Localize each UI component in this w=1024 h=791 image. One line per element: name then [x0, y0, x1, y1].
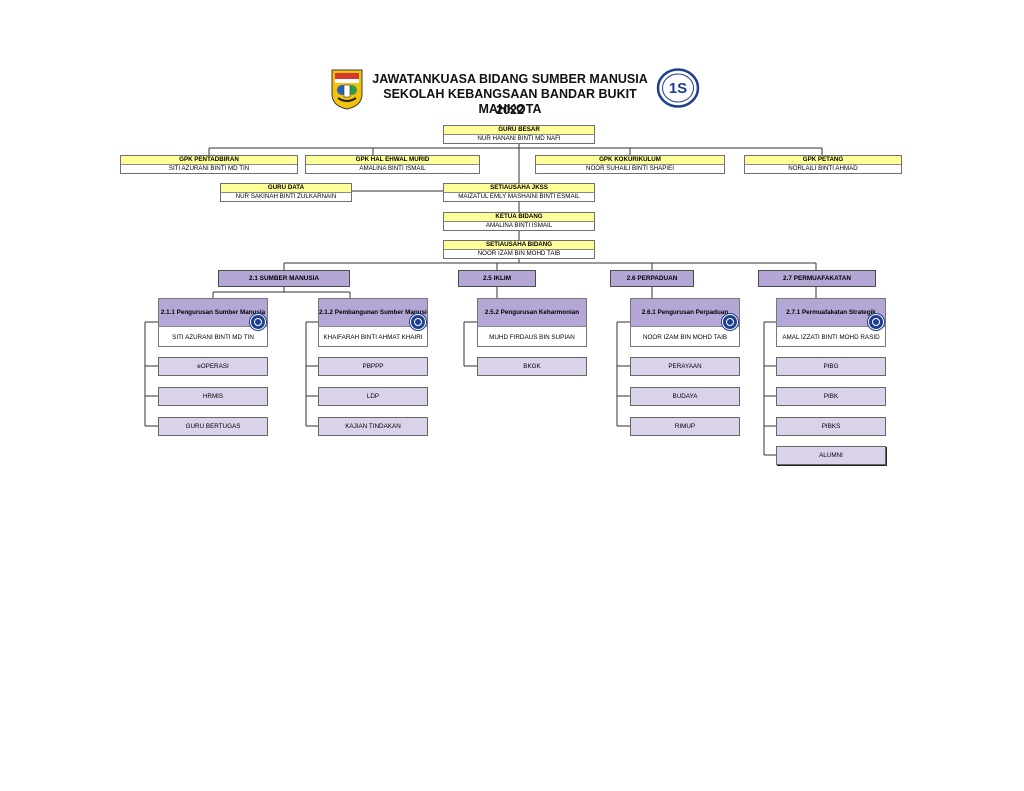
unit-title: 2.5.2 Pengurusan Keharmonian [478, 299, 586, 327]
unit-card-2-6-1: 2.6.1 Pengurusan Perpaduan NOOR IZAM BIN… [630, 298, 740, 347]
gpk-kokurikulum-box: GPK KOKURIKULUM NOOR SUHAILI BINTI SHAPI… [535, 155, 725, 174]
leaf-item: BUDAYA [630, 387, 740, 406]
gpk-name: AMALINA BINTI ISMAIL [359, 165, 426, 172]
guru-besar-box: GURU BESAR NUR HANANI BINTI MD NAFI [443, 125, 595, 144]
gpk-petang-box: GPK PETANG NORLAILI BINTI AHMAD [744, 155, 902, 174]
1s-circle-logo-icon: 1S [656, 68, 700, 108]
unit-title: 2.6.1 Pengurusan Perpaduan [631, 299, 739, 327]
gpk-title: GPK PETANG [745, 156, 901, 165]
guru-besar-title: GURU BESAR [444, 126, 594, 135]
unit-name: MUHD FIRDAUS BIN SUPIAN [489, 334, 575, 341]
section-sumber-manusia: 2.1 SUMBER MANUSIA [218, 270, 350, 287]
leaf-item: KAJIAN TINDAKAN [318, 417, 428, 436]
guru-data-box: GURU DATA NUR SAKINAH BINTI ZULKARNAIN [220, 183, 352, 202]
gpk-title: GPK PENTADBIRAN [121, 156, 297, 165]
leaf-item: PERAYAAN [630, 357, 740, 376]
gpk-name: NOOR SUHAILI BINTI SHAPIEI [585, 165, 675, 172]
1s-badge-icon [868, 314, 884, 330]
gpk-name: SITI AZURANI BINTI MD TIN [168, 165, 250, 172]
setiausaha-jkss-title: SETIAUSAHA JKSS [444, 184, 594, 193]
school-crest-icon [331, 69, 363, 110]
unit-title: 2.1.1 Pengurusan Sumber Manusia [159, 299, 267, 327]
unit-title: 2.1.2 Pembangunan Sumber Manusia [319, 299, 427, 327]
gpk-name: NORLAILI BINTI AHMAD [788, 165, 858, 172]
ketua-bidang-name: AMALINA BINTI ISMAIL [485, 222, 553, 229]
leaf-item: eOPERASI [158, 357, 268, 376]
unit-name: NOOR IZAM BIN MOHD TAIB [642, 334, 728, 341]
setiausaha-bidang-box: SETIAUSAHA BIDANG NOOR IZAM BIN MOHD TAI… [443, 240, 595, 259]
leaf-item: PIBKS [776, 417, 886, 436]
unit-name: KHAIFARAH BINTI AHMAT KHAIRI [323, 334, 423, 341]
unit-card-2-5-2: 2.5.2 Pengurusan Keharmonian MUHD FIRDAU… [477, 298, 587, 347]
setiausaha-jkss-name: MAIZATUL EMLY MASHAINI BINTI ESMAIL [458, 193, 580, 200]
gpk-title: GPK KOKURIKULUM [536, 156, 724, 165]
guru-data-title: GURU DATA [221, 184, 351, 193]
section-permuafakatan: 2.7 PERMUAFAKATAN [758, 270, 876, 287]
title-year: 2022 [496, 103, 524, 117]
leaf-item: RIMUP [630, 417, 740, 436]
unit-card-2-7-1: 2.7.1 Permuafakatan Strategik AMAL IZZAT… [776, 298, 886, 347]
leaf-item: PIBK [776, 387, 886, 406]
1s-badge-icon [722, 314, 738, 330]
unit-title: 2.7.1 Permuafakatan Strategik [777, 299, 885, 327]
svg-text:1S: 1S [669, 80, 687, 97]
leaf-item: ALUMNI [776, 446, 886, 465]
leaf-item: LDP [318, 387, 428, 406]
title-line2: SEKOLAH KEBANGSAAN BANDAR BUKIT MAHKOTA [383, 87, 637, 116]
setiausaha-bidang-name: NOOR IZAM BIN MOHD TAIB [477, 250, 561, 257]
leaf-item: HRMIS [158, 387, 268, 406]
ketua-bidang-title: KETUA BIDANG [444, 213, 594, 222]
unit-card-2-1-1: 2.1.1 Pengurusan Sumber Manusia SITI AZU… [158, 298, 268, 347]
guru-besar-name: NUR HANANI BINTI MD NAFI [477, 135, 561, 142]
setiausaha-bidang-title: SETIAUSAHA BIDANG [444, 241, 594, 250]
unit-name: AMAL IZZATI BINTI MOHD RASID [782, 334, 880, 341]
section-iklim: 2.5 IKLIM [458, 270, 536, 287]
gpk-hem-box: GPK HAL EHWAL MURID AMALINA BINTI ISMAIL [305, 155, 480, 174]
gpk-title: GPK HAL EHWAL MURID [306, 156, 479, 165]
ketua-bidang-box: KETUA BIDANG AMALINA BINTI ISMAIL [443, 212, 595, 231]
leaf-item: PBPPP [318, 357, 428, 376]
unit-name: SITI AZURANI BINTI MD TIN [172, 334, 254, 341]
setiausaha-jkss-box: SETIAUSAHA JKSS MAIZATUL EMLY MASHAINI B… [443, 183, 595, 202]
leaf-item: PIBG [776, 357, 886, 376]
unit-card-2-1-2: 2.1.2 Pembangunan Sumber Manusia KHAIFAR… [318, 298, 428, 347]
leaf-item: GURU BERTUGAS [158, 417, 268, 436]
1s-badge-icon [250, 314, 266, 330]
1s-badge-icon [410, 314, 426, 330]
gpk-pentadbiran-box: GPK PENTADBIRAN SITI AZURANI BINTI MD TI… [120, 155, 298, 174]
guru-data-name: NUR SAKINAH BINTI ZULKARNAIN [235, 193, 337, 200]
section-perpaduan: 2.6 PERPADUAN [610, 270, 694, 287]
title-line1: JAWATANKUASA BIDANG SUMBER MANUSIA [372, 72, 648, 86]
leaf-item: BKGK [477, 357, 587, 376]
